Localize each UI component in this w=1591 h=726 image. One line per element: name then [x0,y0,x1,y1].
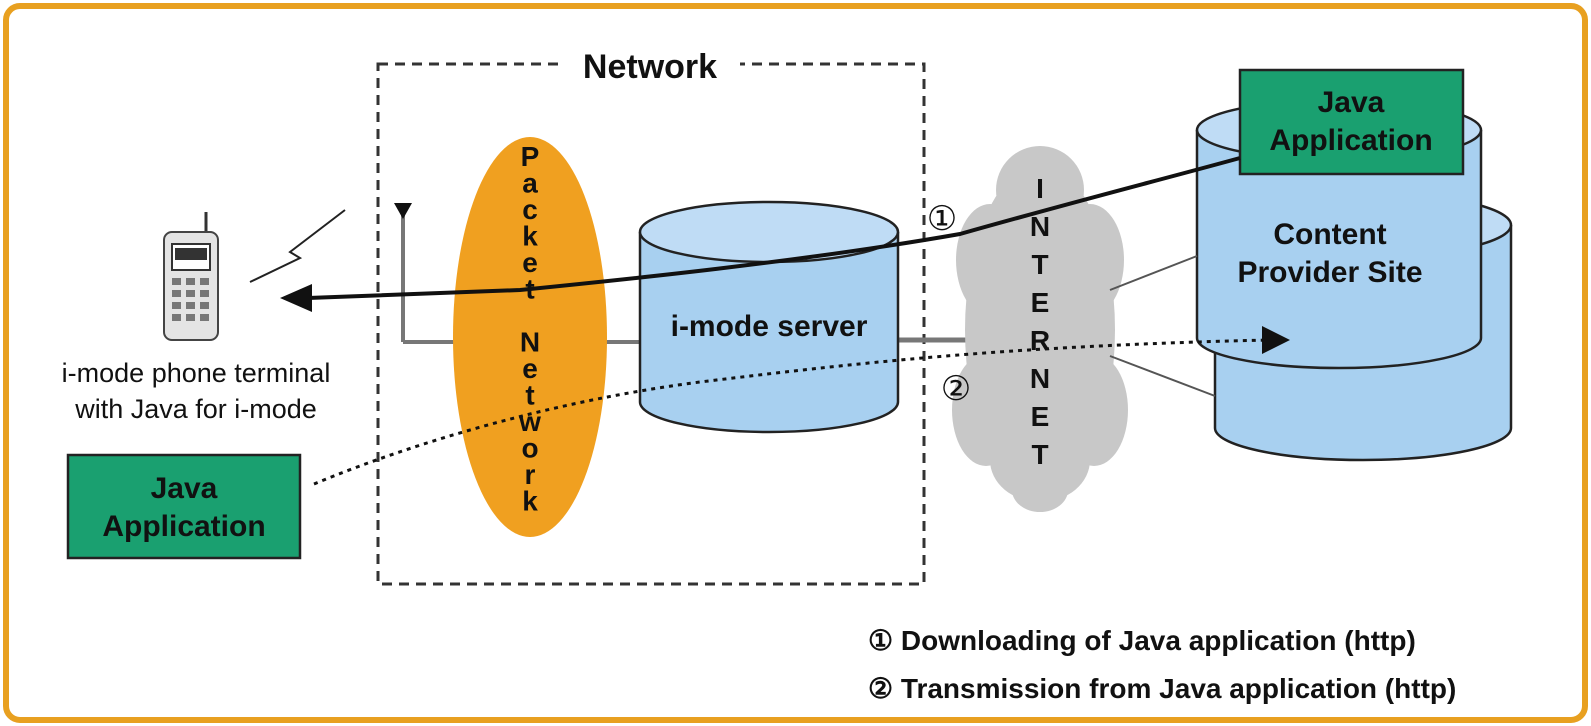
packet-network-letter-4: e [522,247,538,278]
internet-letter-4: R [1030,325,1050,356]
transmission-arrowhead [1262,326,1290,354]
transmission-path-line [313,338,1271,486]
java-app-right-line2: Application [1269,124,1432,157]
internet-letter-1: N [1030,211,1050,242]
java-app-right-line1: Java [1318,86,1385,119]
internet-provider-line-lower [1109,355,1216,397]
network-label-bg [560,40,740,84]
java-app-box-right [1238,68,1465,176]
packet-network-letter-7: N [520,327,540,358]
packet-network-letter-9: t [525,380,534,411]
content-provider-label-line1: Content [1273,218,1386,251]
packet-network-ellipse [453,137,607,537]
legend-item-download: ① Downloading of Java application (http) [868,625,1416,656]
java-app-left-line1: Java [151,472,218,505]
internet-letter-6: E [1031,401,1050,432]
internet-provider-line-upper [1109,255,1198,291]
download-arrowhead [280,284,312,312]
antenna-icon [394,203,412,219]
network-label: Network [583,48,717,86]
packet-network-letter-12: r [525,459,536,490]
step-marker-1: ① [927,200,957,238]
content-provider-label-line2: Provider Site [1237,256,1422,289]
phone-caption-line2: with Java for i-mode [74,394,317,424]
packet-network-letter-1: a [522,168,538,199]
packet-network-letter-8: e [522,353,538,384]
internet-letter-3: E [1031,287,1050,318]
packet-network-letter-3: k [522,221,538,252]
imode-server-label: i-mode server [671,310,868,343]
phone-caption-line1: i-mode phone terminal [62,358,331,388]
internet-letter-5: N [1030,363,1050,394]
java-app-box-left [66,453,302,560]
step-marker-2: ② [941,370,971,408]
packet-network-letter-10: w [518,406,541,437]
download-path-line [307,156,1241,300]
packet-network-letter-2: c [522,194,538,225]
phone-icon [163,212,219,341]
internet-letter-0: I [1036,173,1044,204]
imode-server-cylinder [638,200,900,434]
java-app-left-line2: Application [102,510,265,543]
packet-network-letter-11: o [521,433,538,464]
packet-network-letter-0: P [521,141,540,172]
legend-item-transmission: ② Transmission from Java application (ht… [868,673,1456,704]
internet-letter-2: T [1031,249,1048,280]
internet-letter-7: T [1031,439,1048,470]
wireless-signal-icon [249,209,346,283]
packet-network-letter-13: k [522,486,538,517]
